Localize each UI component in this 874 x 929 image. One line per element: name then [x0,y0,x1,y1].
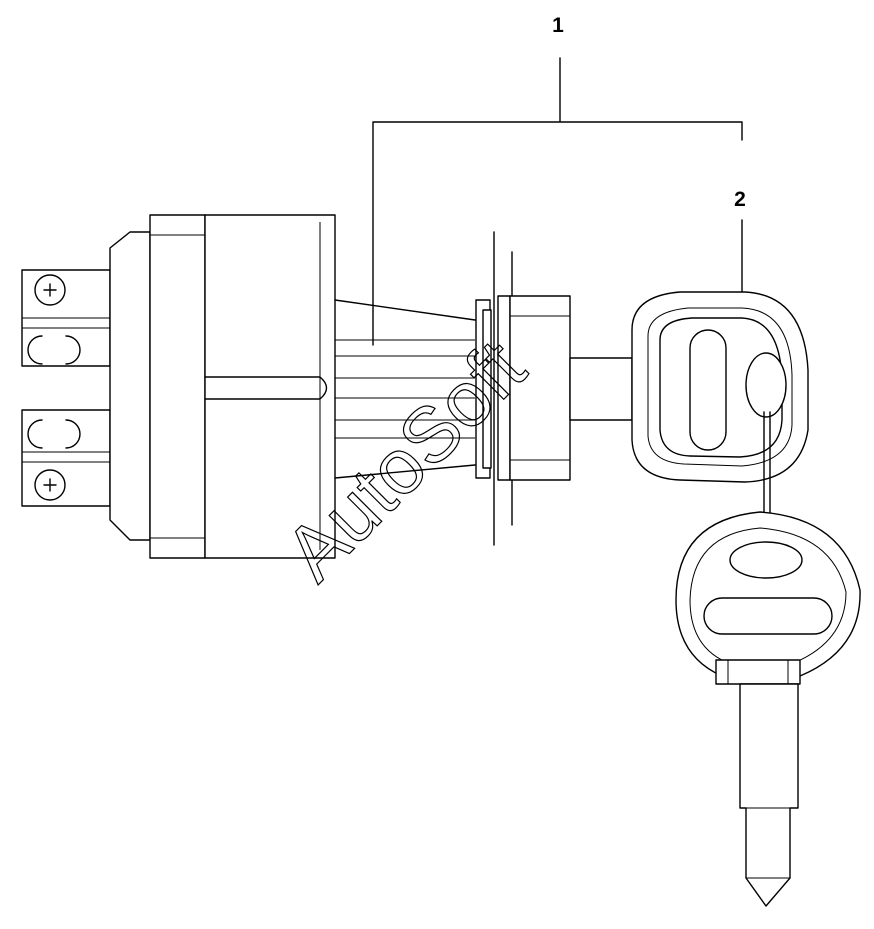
mounting-panel [475,231,571,546]
terminal-block-upper [21,269,111,367]
callout-1: 1 [372,14,743,346]
ignition-key [675,511,861,907]
callout-1-label: 1 [552,14,564,37]
callout-2-label: 2 [734,188,746,211]
callout-1-leader [372,57,743,346]
lock-cylinder [569,291,809,553]
switch-body [109,214,476,559]
terminal-block-lower [21,409,111,507]
